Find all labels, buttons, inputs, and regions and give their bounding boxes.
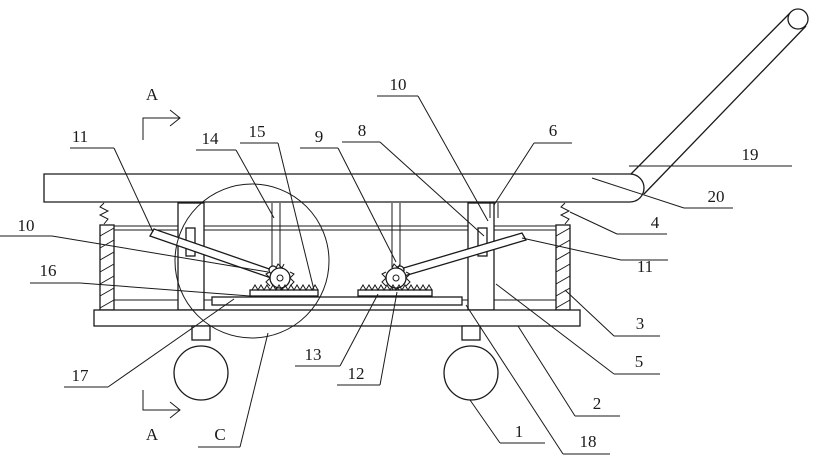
wheels [174, 326, 498, 400]
detail-mark-c: C [214, 425, 225, 444]
label-4: 4 [651, 213, 660, 232]
springs [100, 203, 569, 224]
label-6: 6 [549, 121, 558, 140]
label-5: 5 [635, 352, 644, 371]
label-10-right: 10 [390, 75, 407, 94]
label-9: 9 [315, 127, 324, 146]
label-15: 15 [249, 122, 266, 141]
label-2: 2 [593, 394, 602, 413]
label-8: 8 [358, 121, 367, 140]
label-17: 17 [72, 366, 90, 385]
label-11-right: 11 [637, 257, 653, 276]
label-10-left: 10 [18, 216, 35, 235]
label-18: 18 [580, 432, 597, 451]
label-19: 19 [742, 145, 759, 164]
label-3: 3 [636, 314, 645, 333]
base-plate [94, 310, 580, 326]
label-16: 16 [40, 261, 57, 280]
section-mark-a-bottom: A [146, 425, 159, 444]
label-20: 20 [708, 187, 725, 206]
label-13: 13 [305, 345, 322, 364]
vertical-rods [272, 203, 400, 268]
label-14: 14 [202, 129, 220, 148]
section-mark-a-top: A [146, 85, 159, 104]
label-12: 12 [348, 364, 365, 383]
top-platform [44, 174, 644, 202]
label-1: 1 [515, 422, 524, 441]
slide-plate [212, 297, 462, 305]
label-11-left: 11 [72, 127, 88, 146]
